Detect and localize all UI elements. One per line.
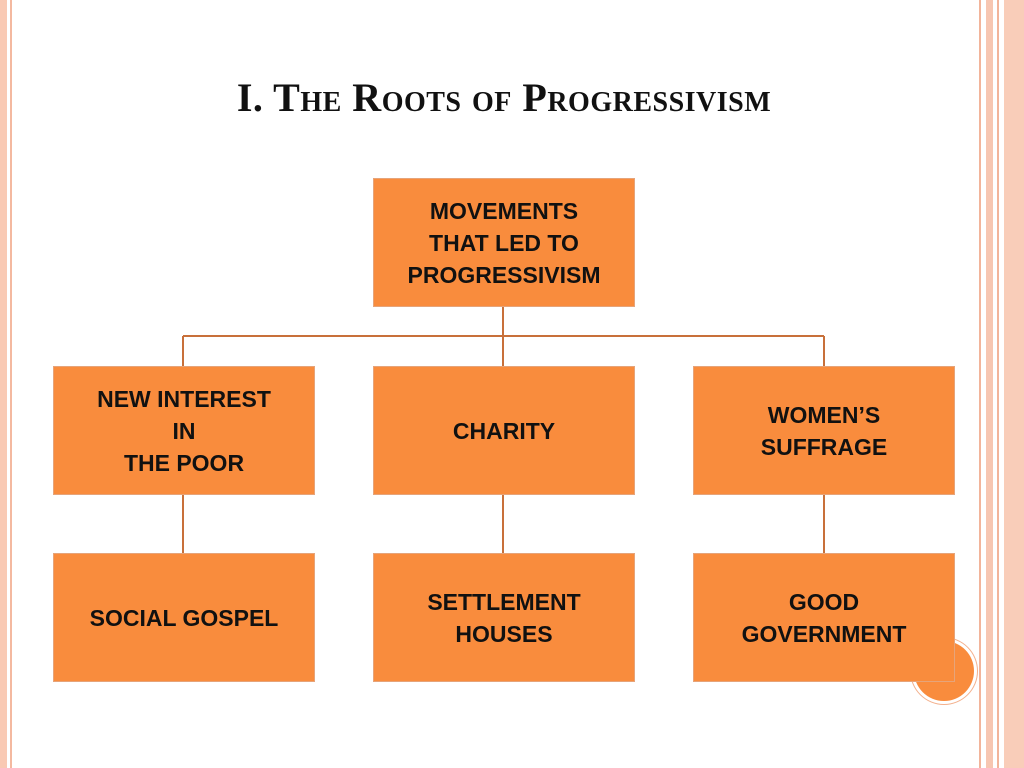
root-node: MOVEMENTS THAT LED TO PROGRESSIVISM (373, 178, 635, 307)
child-node-label: SETTLEMENT HOUSES (427, 588, 581, 647)
branch-node-womens-suffrage: WOMEN’S SUFFRAGE (693, 366, 955, 495)
child-node-social-gospel: SOCIAL GOSPEL (53, 553, 315, 682)
child-node-label: SOCIAL GOSPEL (89, 604, 279, 631)
slide-left-border-line (10, 0, 12, 768)
branch-node-charity: CHARITY (373, 366, 635, 495)
root-node-label: MOVEMENTS THAT LED TO PROGRESSIVISM (407, 197, 601, 288)
slide-right-stripe (986, 0, 993, 768)
slide-title: I. The Roots of Progressivism (236, 75, 772, 120)
child-node-good-government: GOOD GOVERNMENT (693, 553, 955, 682)
branch-node-label: WOMEN’S SUFFRAGE (760, 401, 888, 460)
branch-node-new-interest: NEW INTEREST IN THE POOR (53, 366, 315, 495)
slide-right-stripe (997, 0, 999, 768)
child-node-settlement-houses: SETTLEMENT HOUSES (373, 553, 635, 682)
branch-node-label: NEW INTEREST IN THE POOR (97, 385, 271, 476)
slide-left-border (0, 0, 7, 768)
child-node-label: GOOD GOVERNMENT (741, 588, 907, 647)
slide-right-stripe (979, 0, 981, 768)
slide-right-stripe (1004, 0, 1024, 768)
branch-node-label: CHARITY (452, 417, 556, 444)
